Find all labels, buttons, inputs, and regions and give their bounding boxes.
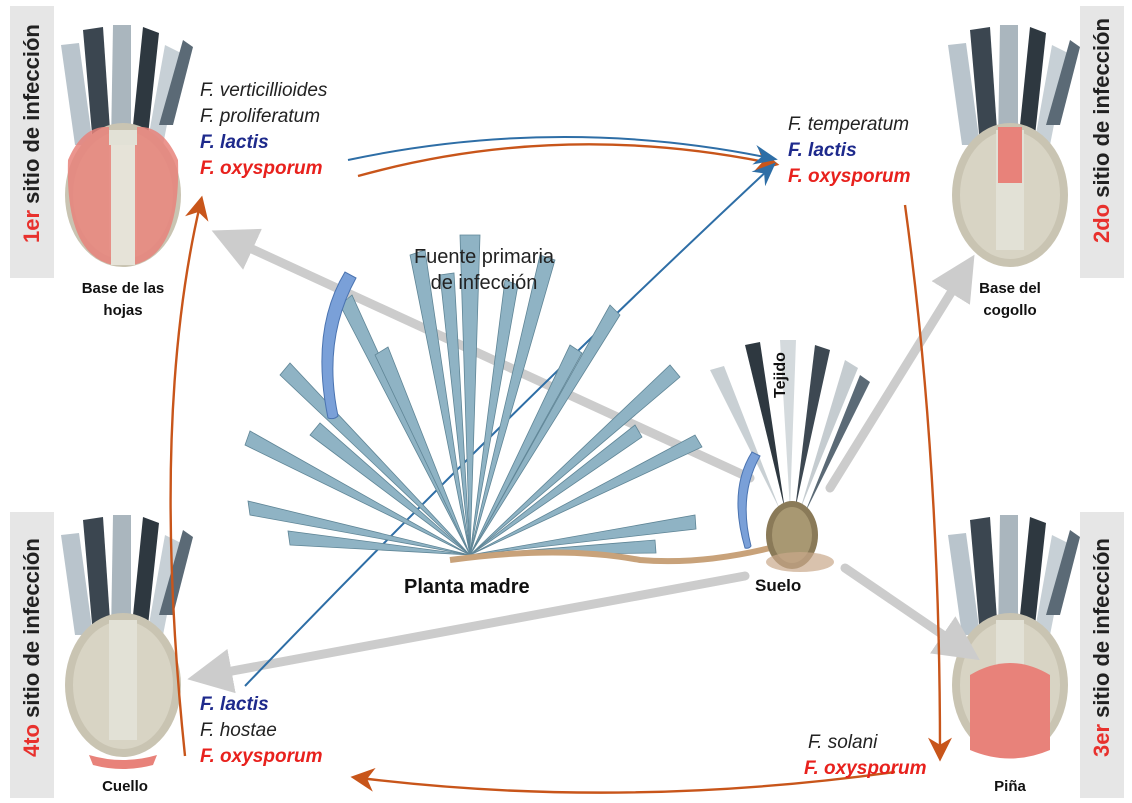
site-2-label: 2do sitio de infección (1089, 39, 1115, 243)
species-lactis: F. lactis (788, 138, 910, 164)
species-list-site-3: F. solani F. oxysporum (804, 730, 926, 782)
site-3-label: 3er sitio de infección (1089, 553, 1115, 757)
species-list-site-4: F. lactis F. hostae F. oxysporum (200, 692, 322, 770)
site-2-tab: 2do sitio de infección (1080, 6, 1124, 278)
agave-section-3 (948, 515, 1080, 759)
species-hostae: F. hostae (200, 718, 322, 744)
species-oxysporum: F. oxysporum (788, 164, 910, 190)
species-solani: F. solani (804, 730, 926, 756)
site-3-caption: Piña (960, 776, 1060, 798)
mother-plant-label: Planta madre (404, 576, 530, 599)
species-list-site-2: F. temperatum F. lactis F. oxysporum (788, 112, 910, 190)
species-verticillioides: F. verticillioides (200, 78, 327, 104)
soil-label: Suelo (755, 576, 801, 596)
species-temperatum: F. temperatum (788, 112, 910, 138)
species-oxysporum: F. oxysporum (200, 156, 327, 182)
species-lactis: F. lactis (200, 130, 327, 156)
site-1-label: 1er sitio de infección (19, 39, 45, 243)
agave-section-1 (61, 25, 193, 267)
agave-section-2 (948, 25, 1080, 267)
agave-section-4 (61, 515, 193, 769)
species-list-site-1: F. verticillioides F. proliferatum F. la… (200, 78, 327, 182)
site-1-tab: 1er sitio de infección (10, 6, 54, 278)
site-4-caption: Cuello (75, 776, 175, 798)
site-4-tab: 4to sitio de infección (10, 512, 54, 798)
species-proliferatum: F. proliferatum (200, 104, 327, 130)
spore-right (738, 452, 760, 548)
species-oxysporum: F. oxysporum (804, 756, 926, 782)
species-lactis: F. lactis (200, 692, 322, 718)
site-4-label: 4to sitio de infección (19, 553, 45, 757)
site-3-tab: 3er sitio de infección (1080, 512, 1124, 798)
tissue-label: Tejido (772, 352, 790, 398)
species-oxysporum: F. oxysporum (200, 744, 322, 770)
